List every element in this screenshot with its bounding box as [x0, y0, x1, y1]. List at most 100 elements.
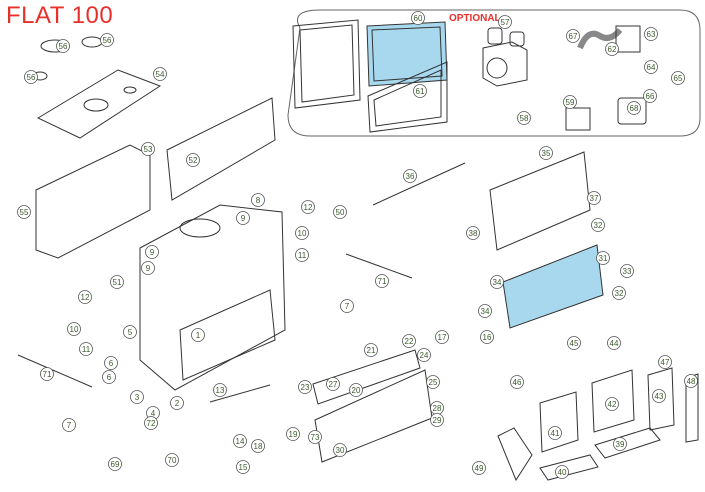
door-glass-31: [502, 244, 604, 329]
part-label-7: 7: [62, 418, 76, 432]
svg-text:71: 71: [43, 370, 52, 379]
part-label-14: 14: [233, 434, 247, 448]
svg-text:55: 55: [20, 208, 29, 217]
part-label-37: 37: [587, 191, 601, 205]
svg-text:9: 9: [146, 264, 151, 273]
svg-text:2: 2: [175, 399, 180, 408]
svg-text:67: 67: [569, 32, 578, 41]
top-plate-holes: [83, 86, 137, 112]
optional-blower-58: [617, 97, 647, 125]
svg-text:27: 27: [329, 380, 338, 389]
svg-text:8: 8: [256, 196, 261, 205]
svg-text:15: 15: [239, 463, 248, 472]
svg-text:28: 28: [433, 404, 442, 413]
svg-text:64: 64: [647, 63, 656, 72]
part-label-31: 31: [596, 251, 610, 265]
panel-52: [166, 97, 276, 201]
optional-frame-panel: [292, 19, 361, 109]
svg-text:44: 44: [610, 339, 619, 348]
svg-text:21: 21: [367, 346, 376, 355]
svg-text:58: 58: [520, 114, 529, 123]
part-label-71: 71: [375, 274, 389, 288]
part-label-16: 16: [480, 330, 494, 344]
svg-text:11: 11: [298, 251, 307, 260]
svg-text:60: 60: [414, 14, 423, 23]
part-label-40: 40: [555, 465, 569, 479]
svg-text:22: 22: [405, 337, 414, 346]
part-label-32: 32: [591, 218, 605, 232]
part-label-58: 58: [517, 111, 531, 125]
part-label-39: 39: [613, 437, 627, 451]
svg-text:50: 50: [336, 208, 345, 217]
part-label-54: 54: [153, 67, 167, 81]
part-label-3: 3: [130, 390, 144, 404]
diagram-title: FLAT 100: [6, 2, 114, 29]
svg-text:19: 19: [289, 430, 298, 439]
svg-text:31: 31: [599, 254, 608, 263]
part-label-42: 42: [605, 397, 619, 411]
svg-text:43: 43: [655, 392, 664, 401]
part-label-69: 69: [108, 457, 122, 471]
part-label-48: 48: [684, 374, 698, 388]
part-label-45: 45: [567, 336, 581, 350]
part-label-56: 56: [100, 33, 114, 47]
svg-text:36: 36: [406, 172, 415, 181]
part-label-67: 67: [566, 29, 580, 43]
svg-text:70: 70: [168, 456, 177, 465]
firebrick-41-b: [591, 369, 635, 433]
part-label-70: 70: [165, 453, 179, 467]
part-label-66: 66: [643, 89, 657, 103]
svg-text:52: 52: [189, 156, 198, 165]
svg-text:62: 62: [608, 45, 617, 54]
part-label-73: 73: [308, 430, 322, 444]
part-label-9: 9: [141, 261, 155, 275]
svg-text:73: 73: [311, 433, 320, 442]
svg-text:6: 6: [107, 373, 112, 382]
svg-text:40: 40: [558, 468, 567, 477]
svg-text:35: 35: [542, 149, 551, 158]
part-label-38: 38: [466, 226, 480, 240]
part-label-60: 60: [411, 11, 425, 25]
svg-text:57: 57: [501, 18, 510, 27]
optional-fan-box: [482, 27, 528, 87]
part-label-11: 11: [295, 248, 309, 262]
svg-text:11: 11: [82, 345, 91, 354]
svg-text:41: 41: [551, 429, 560, 438]
part-label-22: 22: [402, 334, 416, 348]
part-label-33: 33: [620, 264, 634, 278]
part-label-15: 15: [236, 460, 250, 474]
part-label-57: 57: [498, 15, 512, 29]
optional-parts-frame: [287, 9, 701, 137]
svg-text:12: 12: [304, 203, 313, 212]
svg-text:54: 54: [156, 70, 165, 79]
part-label-72: 72: [144, 416, 158, 430]
svg-text:69: 69: [111, 460, 120, 469]
svg-text:34: 34: [493, 278, 502, 287]
rod-71-left: [17, 354, 93, 388]
part-label-10: 10: [295, 226, 309, 240]
part-label-71: 71: [40, 367, 54, 381]
part-label-56: 56: [24, 70, 38, 84]
svg-text:32: 32: [594, 221, 603, 230]
svg-text:34: 34: [481, 307, 490, 316]
firebrick-39: [594, 427, 661, 459]
svg-text:25: 25: [429, 378, 438, 387]
svg-text:18: 18: [254, 442, 263, 451]
part-label-46: 46: [510, 375, 524, 389]
optional-door-panel-61: [367, 61, 448, 133]
firebox-body-1: [139, 204, 286, 391]
part-label-13: 13: [213, 383, 227, 397]
svg-text:24: 24: [420, 351, 429, 360]
part-label-29: 29: [430, 413, 444, 427]
svg-text:20: 20: [352, 386, 361, 395]
svg-text:1: 1: [196, 331, 201, 340]
svg-text:4: 4: [151, 409, 156, 418]
part-label-61: 61: [413, 84, 427, 98]
optional-flex-hose: [577, 25, 641, 53]
svg-text:16: 16: [483, 333, 492, 342]
svg-text:63: 63: [647, 30, 656, 39]
part-label-30: 30: [333, 443, 347, 457]
top-plate-54: [36, 69, 162, 139]
door-glass-20: [312, 349, 421, 405]
